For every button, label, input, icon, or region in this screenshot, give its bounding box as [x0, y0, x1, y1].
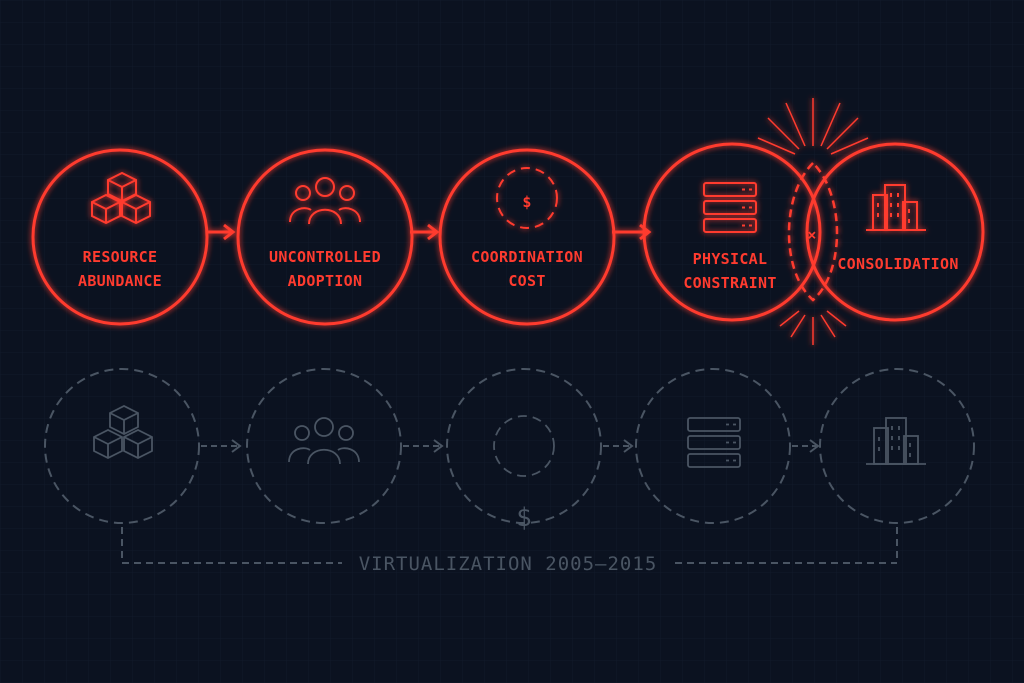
people-icon — [289, 177, 361, 225]
burst-rays — [757, 98, 869, 345]
ghost-node-4 — [635, 368, 791, 524]
people-icon — [288, 417, 360, 465]
ghost-node-2 — [246, 368, 402, 524]
timeline-bracket — [121, 527, 898, 564]
top-row-labels: $ RESOURCE ABUNDANCE UNCONTROLLED ADOPTI… — [78, 193, 958, 292]
dollar-sign-glyph: $ — [522, 193, 531, 211]
node-uncontrolled-adoption — [236, 148, 414, 326]
node-4-label-line1: PHYSICAL — [693, 250, 768, 268]
arrow-2-3 — [410, 223, 440, 241]
node-1-label-line2: ABUNDANCE — [78, 272, 162, 290]
node-1-label-line1: RESOURCE — [83, 248, 158, 266]
node-resource-abundance — [31, 148, 209, 326]
dollar-icon — [496, 167, 558, 229]
node-4-label-line2: CONSTRAINT — [683, 274, 776, 292]
node-coordination-cost — [438, 148, 616, 326]
node-5-label-line1: CONSOLIDATION — [837, 255, 958, 273]
cubes-icon — [93, 404, 153, 460]
bottom-row — [44, 368, 975, 564]
server-rack-icon — [703, 182, 757, 233]
node-2-label-line2: ADOPTION — [288, 272, 363, 290]
virtualization-caption: VIRTUALIZATION 2005–2015 — [359, 553, 658, 575]
collision-zone — [757, 98, 869, 345]
node-consolidation — [805, 142, 985, 322]
node-2-label-line1: UNCONTROLLED — [269, 248, 381, 266]
ghost-node-5 — [819, 368, 975, 524]
ghost-arrow-4-5 — [792, 439, 820, 453]
node-physical-constraint — [642, 142, 822, 322]
ghost-node-1 — [44, 368, 200, 524]
buildings-icon — [866, 417, 926, 465]
ghost-arrow-2-3 — [403, 439, 444, 453]
arrow-1-2 — [206, 223, 236, 241]
ghost-node-3 — [446, 368, 602, 524]
server-rack-icon — [687, 417, 741, 468]
node-3-label-line1: COORDINATION — [471, 248, 583, 266]
top-row — [31, 98, 985, 345]
dollar-icon — [493, 415, 555, 477]
cubes-icon — [91, 171, 151, 225]
collision-x-marker: × — [807, 226, 816, 244]
buildings-icon — [866, 184, 926, 231]
ghost-arrow-1-2 — [201, 439, 242, 453]
ghost-dollar-glyph: $ — [516, 503, 532, 533]
ghost-arrow-3-4 — [603, 439, 634, 453]
node-3-label-line2: COST — [508, 272, 545, 290]
